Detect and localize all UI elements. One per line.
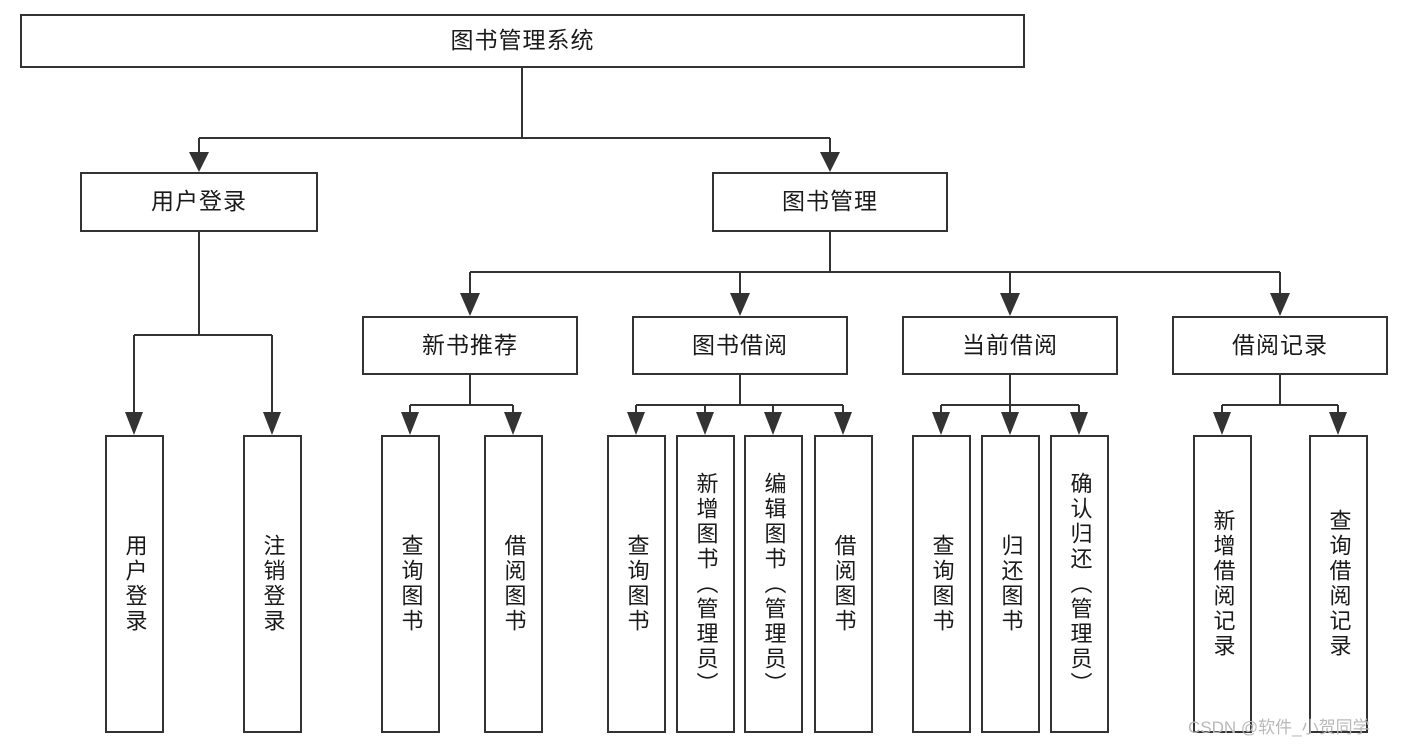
arrowhead-leaf-u2: [263, 412, 281, 435]
node-book-management[interactable]: 图书管理: [712, 172, 948, 232]
arrowhead-l3-3: [1000, 293, 1020, 316]
leaf-user-login[interactable]: 用户登录: [105, 435, 164, 733]
arrowhead-l3-2: [730, 293, 750, 316]
leaf-query-book-newbook[interactable]: 查询图书: [381, 435, 440, 733]
node-new-book-recommendation[interactable]: 新书推荐: [362, 316, 578, 375]
node-book-borrowing[interactable]: 图书借阅: [632, 316, 848, 375]
node-label: 查询图书: [398, 534, 424, 634]
leaf-return-book[interactable]: 归还图书: [981, 435, 1040, 733]
node-root-book-management-system[interactable]: 图书管理系统: [20, 14, 1025, 68]
node-borrowing-record[interactable]: 借阅记录: [1172, 316, 1388, 375]
leaf-query-borrow-record[interactable]: 查询借阅记录: [1309, 435, 1368, 733]
leaf-query-book-current[interactable]: 查询图书: [912, 435, 971, 733]
node-label: 查询图书: [929, 534, 955, 634]
leaf-logout[interactable]: 注销登录: [243, 435, 302, 733]
leaf-add-borrow-record[interactable]: 新增借阅记录: [1193, 435, 1252, 733]
leaf-borrow-book-newbook[interactable]: 借阅图书: [484, 435, 543, 733]
node-label: 编辑图书（管理员）: [761, 471, 787, 697]
node-label: 归还图书: [998, 534, 1024, 634]
node-label: 确认归还（管理员）: [1067, 471, 1093, 697]
arrowhead-bb4: [834, 412, 852, 435]
arrowhead-cb3: [1070, 412, 1088, 435]
leaf-query-book-borrow[interactable]: 查询图书: [607, 435, 666, 733]
arrowhead-rb1: [1213, 412, 1231, 435]
node-label: 图书管理系统: [450, 27, 595, 54]
node-label: 新增借阅记录: [1210, 509, 1236, 659]
arrowhead-book-manage: [820, 152, 840, 172]
node-current-borrowing[interactable]: 当前借阅: [902, 316, 1118, 375]
node-label: 图书管理: [782, 188, 878, 215]
node-label: 查询图书: [624, 534, 650, 634]
arrowhead-bb2: [696, 412, 714, 435]
arrowhead-leaf-u1: [125, 412, 143, 435]
node-label: 注销登录: [260, 534, 286, 634]
leaf-confirm-return-admin[interactable]: 确认归还（管理员）: [1050, 435, 1109, 733]
node-label: 查询借阅记录: [1326, 509, 1352, 659]
arrowhead-l3-1: [460, 293, 480, 316]
arrowhead-nb1: [401, 412, 419, 435]
node-label: 借阅图书: [831, 534, 857, 634]
node-label: 新增图书（管理员）: [693, 471, 719, 697]
arrowhead-l3-4: [1270, 293, 1290, 316]
leaf-borrow-book[interactable]: 借阅图书: [814, 435, 873, 733]
arrowhead-cb1: [932, 412, 950, 435]
node-label: 用户登录: [151, 188, 247, 215]
arrowhead-cb2: [1001, 412, 1019, 435]
node-label: 图书借阅: [692, 331, 788, 358]
arrowhead-bb3: [764, 412, 782, 435]
arrowhead-nb2: [504, 412, 522, 435]
node-label: 当前借阅: [962, 331, 1058, 358]
leaf-add-book-admin[interactable]: 新增图书（管理员）: [676, 435, 735, 733]
arrowhead-user-login: [189, 152, 209, 172]
node-label: 借阅记录: [1232, 331, 1328, 358]
node-label: 新书推荐: [422, 331, 518, 358]
leaf-edit-book-admin[interactable]: 编辑图书（管理员）: [744, 435, 803, 733]
arrowhead-bb1: [627, 412, 645, 435]
node-user-login[interactable]: 用户登录: [80, 172, 318, 232]
watermark-csdn: CSDN @软件_小贺同学: [1188, 718, 1370, 737]
node-label: 用户登录: [122, 534, 148, 634]
node-label: 借阅图书: [501, 534, 527, 634]
arrowhead-rb2: [1329, 412, 1347, 435]
